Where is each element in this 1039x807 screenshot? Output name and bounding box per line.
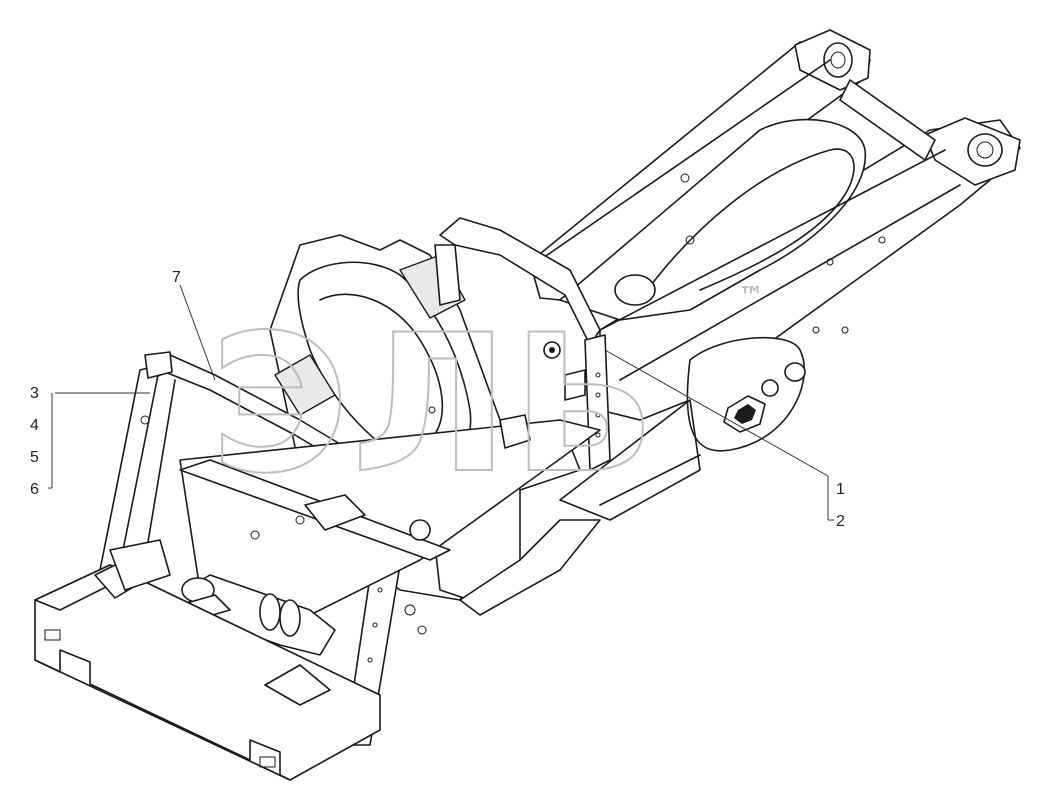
callout-2: 2 xyxy=(836,513,845,530)
callout-4: 4 xyxy=(30,417,39,434)
watermark-trademark: ™ xyxy=(738,282,764,312)
callouts: 7 3 4 5 6 1 2 xyxy=(30,269,845,530)
callout-1: 1 xyxy=(836,481,845,498)
callout-6: 6 xyxy=(30,481,39,498)
callout-3: 3 xyxy=(30,385,39,402)
callout-5: 5 xyxy=(30,449,39,466)
callout-7: 7 xyxy=(172,269,181,286)
watermark-text: ЭЛЬ xyxy=(210,294,658,515)
watermark: ЭЛЬ ™ xyxy=(209,282,764,516)
front-bumper xyxy=(34,539,381,781)
main-frame-rails xyxy=(529,29,1021,421)
bracket-pads xyxy=(304,369,586,531)
